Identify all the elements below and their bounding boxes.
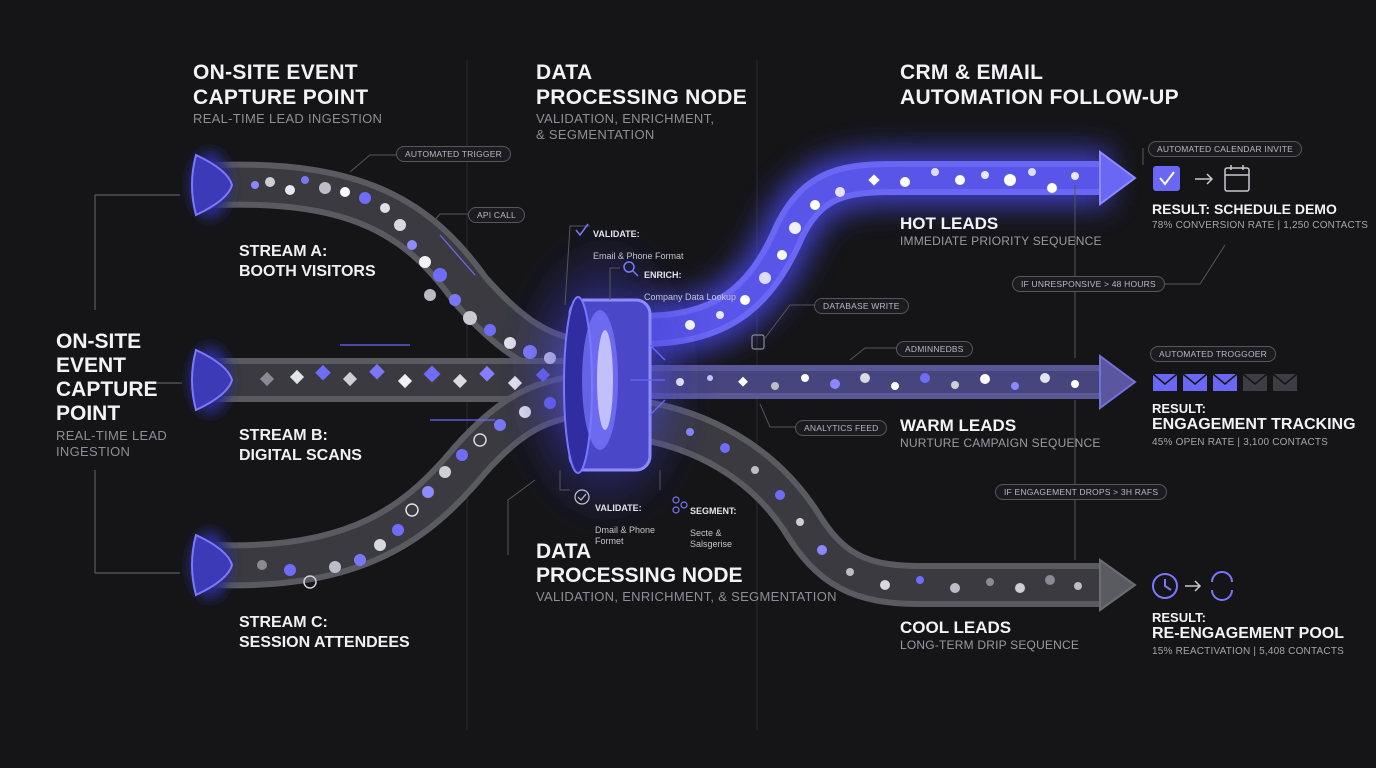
warm-result-title: ENGAGEMENT TRACKING <box>1152 416 1356 433</box>
annotation-validate-top-title: VALIDATE: <box>593 229 640 239</box>
chip-if-unresponsive: IF UNRESPONSIVE > 48 HOURS <box>1012 276 1165 292</box>
chip-database-write: DATABASE WRITE <box>814 298 909 314</box>
hot-leads-sequence: IMMEDIATE PRIORITY SEQUENCE <box>900 234 1102 248</box>
connector-lines <box>349 148 1226 560</box>
check-circle-icon <box>574 489 590 505</box>
warm-result-stats: 45% OPEN RATE | 3,100 CONTACTS <box>1152 437 1329 448</box>
crm-column-title: CRM & EMAIL AUTOMATION FOLLOW-UP <box>900 61 1179 109</box>
annotation-segment-title: SEGMENT: <box>690 506 737 516</box>
cool-leads-sequence: LONG-TERM DRIP SEQUENCE <box>900 638 1080 652</box>
cool-result-stats: 15% REACTIVATION | 5,408 CONTACTS <box>1152 646 1345 657</box>
arrow-right-icon-cool <box>1185 580 1202 592</box>
chip-analytics-feed: ANALYTICS FEED <box>795 420 888 436</box>
warm-result-label: RESULT: <box>1152 401 1206 416</box>
chip-adminnedbs: ADMINNEDBS <box>896 341 973 357</box>
hot-result-label: RESULT: SCHEDULE DEMO <box>1152 201 1337 217</box>
envelope-icons <box>1152 373 1298 391</box>
capture-column-title: ON-SITE EVENT CAPTURE POINT <box>193 61 369 109</box>
stream-c-label: STREAM C: SESSION ATTENDEES <box>239 614 410 651</box>
arrow-cool <box>1099 558 1137 612</box>
left-capture-subtitle: REAL-TIME LEAD INGESTION <box>56 428 168 459</box>
annotation-enrich-body: Company Data Lookup <box>644 292 737 302</box>
warm-leads-sequence: NURTURE CAMPAIGN SEQUENCE <box>900 436 1101 450</box>
arrow-right-icon <box>1195 173 1214 185</box>
chip-api-call: API CALL <box>468 207 525 223</box>
chip-automated-trigger: AUTOMATED TRIGGER <box>396 146 511 162</box>
refresh-icon <box>1211 571 1233 601</box>
segment-icon <box>672 496 688 514</box>
checkmark-icon <box>575 223 589 237</box>
stream-a-label: STREAM A: BOOTH VISITORS <box>239 243 376 280</box>
cool-result-label: RESULT: <box>1152 610 1206 625</box>
processing-node <box>510 230 700 530</box>
calendar-icon <box>1224 165 1250 192</box>
blue-arrows <box>340 234 666 421</box>
inlet-funnels <box>190 151 234 599</box>
stream-b-label: STREAM B: DIGITAL SCANS <box>239 427 362 464</box>
processing-column-subtitle: VALIDATION, ENRICHMENT, & SEGMENTATION <box>536 111 715 142</box>
left-capture-title: ON-SITE EVENT CAPTURE POINT <box>56 330 158 425</box>
node-label-subtitle: VALIDATION, ENRICHMENT, & SEGMENTATION <box>536 589 837 604</box>
processing-column-title: DATA PROCESSING NODE <box>536 61 748 109</box>
clock-icon <box>1152 573 1178 599</box>
chip-calendar-invite: AUTOMATED CALENDAR INVITE <box>1148 141 1302 157</box>
cool-leads-title: COOL LEADS <box>900 618 1012 637</box>
annotation-segment-body: Secte & Salsgerise <box>690 528 733 549</box>
warm-leads-title: WARM LEADS <box>900 416 1017 435</box>
check-icon <box>1153 166 1180 191</box>
annotation-validate-bottom-body: Dmail & Phone Formet <box>595 525 656 546</box>
particles-hot <box>685 168 1079 330</box>
hot-leads-title: HOT LEADS <box>900 214 999 233</box>
hot-result-stats: 78% CONVERSION RATE | 1,250 CONTACTS <box>1152 220 1369 231</box>
arrow-warm <box>1099 354 1137 410</box>
chip-automated-troggoer: AUTOMATED TROGGOER <box>1150 346 1276 362</box>
annotation-validate-top: VALIDATE: Email & Phone Format <box>593 218 684 262</box>
node-label-title: DATA PROCESSING NODE <box>536 540 743 587</box>
chip-if-engagement-drops: IF ENGAGEMENT DROPS > 3H RAFS <box>995 484 1168 500</box>
capture-column-subtitle: REAL-TIME LEAD INGESTION <box>193 111 383 126</box>
database-icon <box>751 334 765 350</box>
annotation-validate-bottom-title: VALIDATE: <box>595 503 642 513</box>
annotation-enrich-title: ENRICH: <box>644 270 682 280</box>
left-bracket <box>94 194 182 574</box>
annotation-validate-top-body: Email & Phone Format <box>593 251 684 261</box>
annotation-segment: SEGMENT: Secte & Salsgerise <box>690 495 737 550</box>
arrow-hot <box>1099 150 1137 206</box>
magnifier-icon <box>623 261 639 277</box>
cool-result-title: RE-ENGAGEMENT POOL <box>1152 625 1345 642</box>
annotation-enrich: ENRICH: Company Data Lookup <box>644 259 736 303</box>
annotation-validate-bottom: VALIDATE: Dmail & Phone Formet <box>595 492 655 547</box>
